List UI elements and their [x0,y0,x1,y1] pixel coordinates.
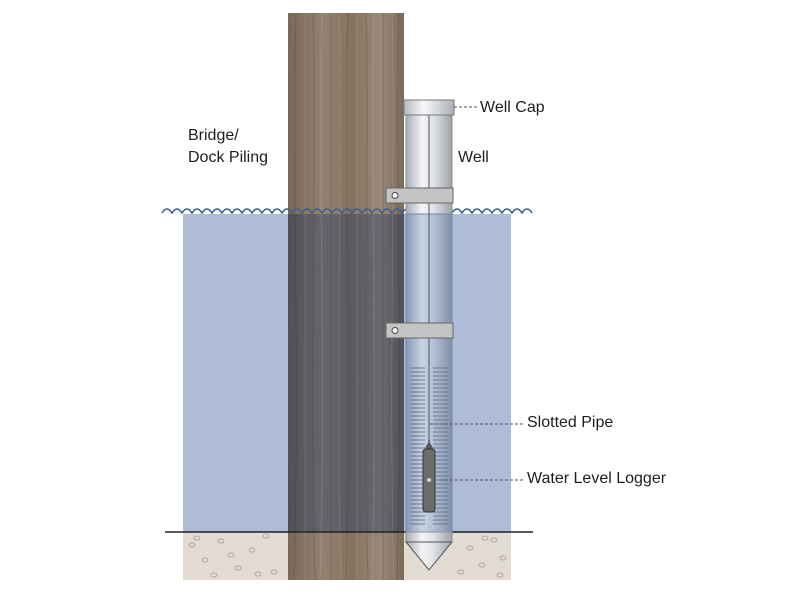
pebble [496,572,504,578]
wood-grain [365,12,369,581]
wood-grain [338,12,342,581]
well-cap-label: Well Cap [480,99,545,116]
pebble [270,569,278,575]
piling-submerged [288,214,404,532]
piling-label-line1: Bridge/ [188,127,239,144]
pebble [248,547,256,553]
piling [288,12,404,581]
pebble [466,545,474,551]
slotted-pipe-label: Slotted Pipe [527,414,614,431]
pebble [481,535,489,541]
pebble [201,557,209,563]
pebble [217,538,225,544]
pebble [262,533,270,539]
pebble [499,555,507,561]
pebble [457,569,465,575]
wood-grain [293,12,297,581]
wood-grain [391,12,395,581]
pipe-slots [410,367,448,525]
water-surface-line [161,208,533,215]
piling-buried [288,532,404,580]
pebble [234,565,242,571]
piling-label-line2: Dock Piling [188,149,269,166]
pebble [227,552,235,558]
pebble [478,562,486,568]
pebble [188,542,196,548]
mounting-bracket-lower [385,322,454,339]
wood-grain [371,12,375,581]
wood-grain [319,12,323,581]
water-level-logger [422,440,436,513]
pebble [193,535,201,541]
well-cap [403,99,455,116]
pebble [210,572,218,578]
piling-above-water [288,13,404,214]
wood-grain [396,12,400,581]
well-label: Well [458,149,489,166]
water-level-logger-label: Water Level Logger [527,470,667,487]
mounting-bracket-upper [385,187,454,204]
pebble [490,537,498,543]
wood-grain [312,12,316,581]
well-point-tip [404,541,454,571]
wood-grain [345,12,349,581]
pebble [254,571,262,577]
